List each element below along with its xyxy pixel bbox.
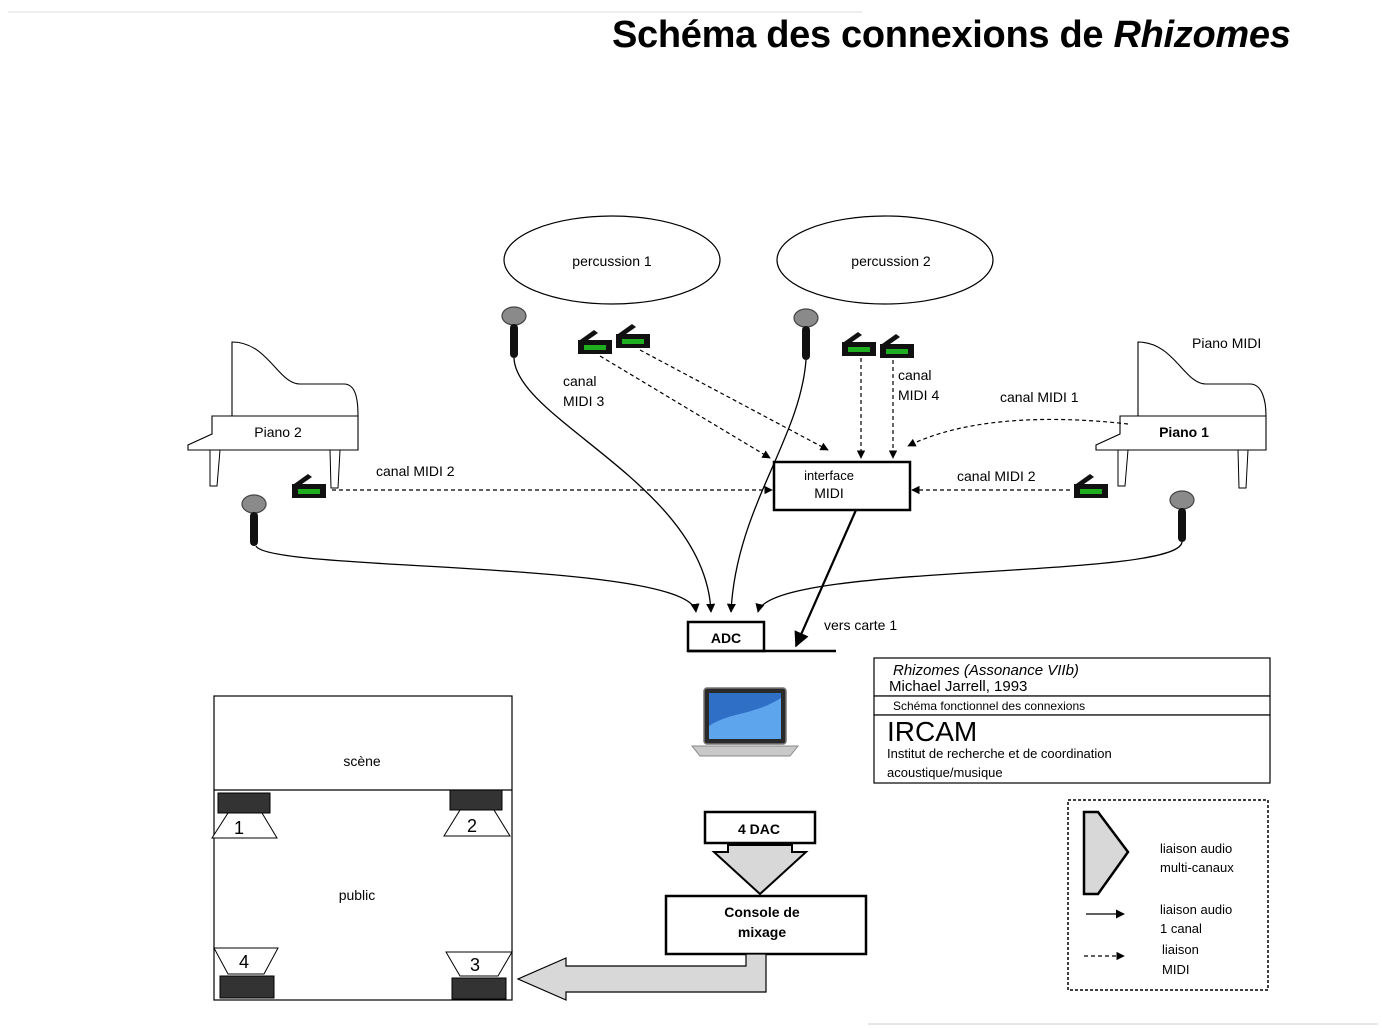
canal-midi-3-line1: canal xyxy=(563,373,596,389)
legend-single-line2: 1 canal xyxy=(1160,921,1202,936)
piano-1-label: Piano 1 xyxy=(1159,424,1209,440)
midi-pedal-piano2 xyxy=(292,474,326,498)
mic-piano1 xyxy=(1169,490,1195,543)
legend-midi-line1: liaison xyxy=(1162,942,1199,957)
credits-schema: Schéma fonctionnel des connexions xyxy=(893,699,1085,713)
console-line1: Console de xyxy=(724,904,800,920)
scene-label: scène xyxy=(343,753,381,769)
midi-pedal-piano1 xyxy=(1074,474,1108,498)
legend-midi-line2: MIDI xyxy=(1162,962,1189,977)
percussion-1: percussion 1 xyxy=(503,215,721,305)
public-label: public xyxy=(339,887,376,903)
canal-midi-1-label: canal MIDI 1 xyxy=(1000,389,1079,405)
canal-midi-4-line1: canal xyxy=(898,367,931,383)
speaker-3-label: 3 xyxy=(470,955,480,975)
concert-hall: scène public 1 2 4 3 xyxy=(211,695,513,1001)
canal-midi-2-left-label: canal MIDI 2 xyxy=(376,463,455,479)
piano-1: Piano 1 xyxy=(1095,341,1267,489)
midi-pedal-perc2-b xyxy=(880,334,914,358)
midi-links xyxy=(332,349,1129,495)
credits-org-full-2: acoustique/musique xyxy=(887,765,1003,780)
audio-links xyxy=(255,357,1183,613)
canal-midi-4-line2: MIDI 4 xyxy=(898,387,939,403)
percussion-1-label: percussion 1 xyxy=(572,253,652,269)
console-box: Console de mixage xyxy=(664,894,868,956)
mic-piano2 xyxy=(241,494,267,547)
legend: liaison audio multi-canaux liaison audio… xyxy=(1067,799,1269,991)
midi-pedal-perc1-b xyxy=(616,324,650,348)
credits-composer: Michael Jarrell, 1993 xyxy=(889,678,1027,695)
midi-to-carte-link xyxy=(794,509,858,648)
speaker-2-label: 2 xyxy=(467,816,477,836)
credits-work: Rhizomes (Assonance VIIb) xyxy=(893,662,1079,679)
title-main: Schéma des connexions de xyxy=(612,14,1114,56)
legend-multi-line1: liaison audio xyxy=(1160,841,1232,856)
laptop-icon xyxy=(690,687,800,757)
audio-link-perc2 xyxy=(726,359,807,613)
console-to-hall-arrow xyxy=(516,953,767,1001)
speaker-2: 2 xyxy=(443,789,511,837)
legend-multi-icon xyxy=(1082,810,1130,896)
audio-link-perc1 xyxy=(513,357,716,613)
speaker-1-label: 1 xyxy=(234,818,244,838)
midi-link-piano1-canal1 xyxy=(907,418,1129,447)
canal-midi-2-right-label: canal MIDI 2 xyxy=(957,468,1036,484)
speaker-4-label: 4 xyxy=(239,952,249,972)
vers-carte-label: vers carte 1 xyxy=(824,617,897,633)
piano-2: Piano 2 xyxy=(187,341,359,489)
interface-midi-box: interface MIDI xyxy=(772,460,912,512)
credits-org: IRCAM xyxy=(887,716,977,747)
audio-link-piano2 xyxy=(255,545,700,613)
dac-to-console-arrow xyxy=(711,844,809,896)
speaker-3: 3 xyxy=(445,951,513,1000)
percussion-2: percussion 2 xyxy=(776,215,994,305)
piano-midi-label: Piano MIDI xyxy=(1192,335,1261,351)
legend-single-line1: liaison audio xyxy=(1160,902,1232,917)
interface-midi-line1: interface xyxy=(804,468,854,483)
percussion-2-label: percussion 2 xyxy=(851,253,931,269)
credits-org-full-1: Institut de recherche et de coordination xyxy=(887,746,1112,761)
title-emph: Rhizomes xyxy=(1113,14,1291,56)
interface-midi-line2: MIDI xyxy=(814,485,844,501)
mic-perc2 xyxy=(793,308,819,361)
speaker-1: 1 xyxy=(211,792,278,839)
page-title: Schéma des connexions de Rhizomes xyxy=(612,14,1291,57)
speaker-4: 4 xyxy=(213,947,279,999)
adc-box: ADC xyxy=(686,620,836,653)
midi-pedal-perc2-a xyxy=(842,332,876,356)
adc-label: ADC xyxy=(711,630,741,646)
canal-midi-3-line2: MIDI 3 xyxy=(563,393,604,409)
midi-pedal-perc1-a xyxy=(578,330,612,354)
midi-link-perc1-b xyxy=(639,349,829,451)
legend-multi-line2: multi-canaux xyxy=(1160,860,1234,875)
console-line2: mixage xyxy=(738,924,786,940)
piano-2-label: Piano 2 xyxy=(254,424,302,440)
audio-link-piano1 xyxy=(755,541,1183,613)
mic-perc1 xyxy=(501,306,527,359)
credits-box: Rhizomes (Assonance VIIb) Michael Jarrel… xyxy=(873,657,1271,784)
dac-label: 4 DAC xyxy=(738,821,780,837)
midi-link-perc1-a xyxy=(599,355,771,459)
dac-box: 4 DAC xyxy=(703,810,817,845)
